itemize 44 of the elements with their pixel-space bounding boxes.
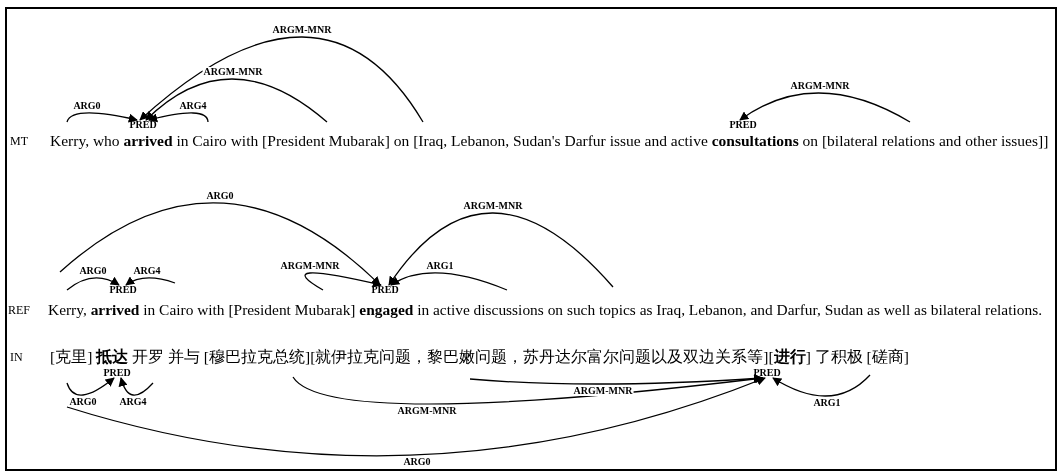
role-arc bbox=[59, 202, 381, 286]
sentence-text: [克里] 抵达 开罗 并与 [穆巴拉克总统][就伊拉克问题，黎巴嫩问题，苏丹达尔富尔问题以及双边关系等][进行] 了积极 [磋商] bbox=[50, 349, 909, 365]
edge-label: ARGM-MNR bbox=[462, 201, 524, 211]
edge-label: ARG0 bbox=[402, 457, 432, 467]
role-arc bbox=[66, 377, 115, 396]
edge-label: ARGM-MNR bbox=[396, 406, 458, 416]
role-arc bbox=[388, 212, 614, 288]
row-label: IN bbox=[10, 351, 23, 363]
predicate-label: PRED bbox=[103, 368, 131, 378]
predicate-label: PRED bbox=[109, 285, 137, 295]
edge-label: ARGM-MNR bbox=[271, 25, 333, 35]
sentence-text: Kerry, arrived in Cairo with [President Mubarak] engaged in active discussions on such topics as Iraq, Lebanon, and Darfur, Sudan as well as bilateral relations. bbox=[48, 302, 1042, 318]
predicate-label: PRED bbox=[729, 120, 757, 130]
role-arc bbox=[66, 112, 138, 123]
row-label: REF bbox=[8, 304, 30, 316]
edge-label: ARG1 bbox=[812, 398, 842, 408]
role-arc bbox=[148, 112, 209, 123]
sentence-text: Kerry, who arrived in Cairo with [President Mubarak] on [Iraq, Lebanon, Sudan's Darfur issue and active consultations on [bilateral relations and other issues]] bbox=[50, 133, 1049, 149]
role-arc bbox=[125, 276, 176, 286]
edge-label: ARG0 bbox=[78, 266, 108, 276]
row-label: MT bbox=[10, 135, 28, 147]
edge-label: ARGM-MNR bbox=[202, 67, 264, 77]
edge-label: ARG1 bbox=[425, 261, 455, 271]
edge-label: ARG0 bbox=[68, 397, 98, 407]
role-arc bbox=[145, 78, 328, 123]
role-arc bbox=[739, 92, 911, 123]
edge-label: ARG0 bbox=[72, 101, 102, 111]
edge-label: ARG0 bbox=[205, 191, 235, 201]
role-arc bbox=[139, 36, 424, 123]
edge-label: ARG4 bbox=[132, 266, 162, 276]
role-arc bbox=[304, 272, 382, 291]
edge-label: ARGM-MNR bbox=[789, 81, 851, 91]
role-arc bbox=[119, 377, 154, 396]
predicate-label: PRED bbox=[371, 285, 399, 295]
predicate-label: PRED bbox=[753, 368, 781, 378]
role-arc bbox=[390, 272, 508, 291]
predicate-label: PRED bbox=[129, 120, 157, 130]
role-arc bbox=[66, 376, 766, 457]
edge-label: ARG4 bbox=[178, 101, 208, 111]
edge-label: ARG4 bbox=[118, 397, 148, 407]
role-arc bbox=[772, 374, 871, 397]
edge-label: ARGM-MNR bbox=[279, 261, 341, 271]
edge-label: ARGM-MNR bbox=[572, 386, 634, 396]
role-arc bbox=[66, 277, 120, 291]
